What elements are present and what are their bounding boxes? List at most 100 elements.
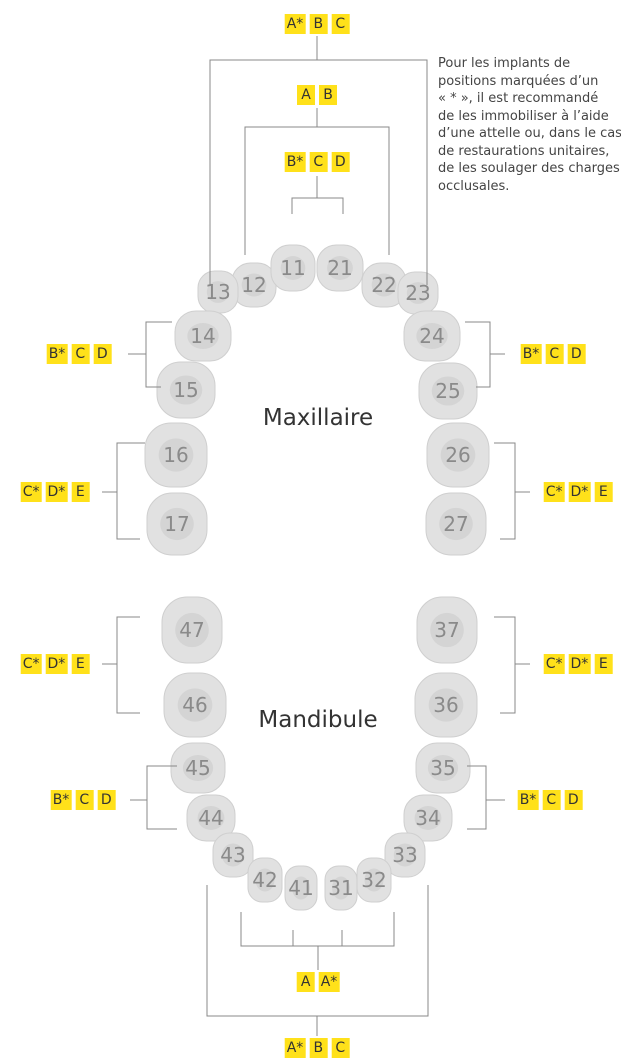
protocol-badge: B — [309, 1038, 328, 1058]
tooth-fissure — [175, 612, 209, 648]
tooth-fissure — [439, 507, 473, 541]
tooth-number: 41 — [288, 876, 313, 900]
protocol-badge: A* — [284, 1038, 306, 1058]
note-line: Pour les implants de — [438, 56, 571, 71]
tooth-17: 17 — [146, 492, 208, 556]
bracket-lines — [102, 36, 530, 1036]
tooth-fissure — [430, 612, 464, 648]
tooth-fissure — [187, 323, 219, 349]
tooth-42: 42 — [247, 857, 283, 903]
tooth-number: 47 — [179, 618, 204, 642]
tooth-fissure — [182, 755, 214, 781]
protocol-badge: B* — [46, 344, 68, 364]
tooth-number: 45 — [185, 756, 210, 780]
badge-group-upper-right-molars: C* D* E — [543, 482, 613, 502]
note-line: positions marquées d’un — [438, 73, 599, 89]
badge-group-upper-centrals: B* C D — [284, 152, 350, 172]
protocol-badge: E — [71, 654, 90, 674]
tooth-number: 12 — [241, 273, 266, 297]
protocol-badge: D — [567, 344, 586, 364]
badge-group-upper-all-front: A* B C — [284, 14, 350, 34]
note-line: d’une attelle ou, dans le cas — [438, 126, 621, 141]
maxillary-arch-label: Maxillaire — [262, 405, 374, 431]
tooth-number: 17 — [164, 512, 189, 536]
protocol-badge: C — [331, 1038, 350, 1058]
badge-group-lower-right-premolars: B* C D — [517, 790, 583, 810]
tooth-fissure — [371, 273, 397, 297]
tooth-fissure — [292, 876, 310, 900]
protocol-badge: D — [97, 790, 116, 810]
tooth-fissure — [221, 843, 245, 867]
protocol-badge: C* — [20, 654, 42, 674]
upper-left-molars-bracket — [102, 442, 145, 540]
tooth-22: 22 — [361, 262, 407, 308]
lower-incisors-bracket — [240, 912, 395, 970]
tooth-number: 11 — [280, 256, 305, 280]
tooth-34: 34 — [403, 794, 453, 842]
lower-right-premolars-bracket — [467, 765, 505, 830]
badge-group-upper-laterals: A B — [297, 85, 337, 105]
upper-left-premolars-bracket — [128, 321, 172, 388]
tooth-number: 34 — [415, 806, 440, 830]
protocol-badge: B* — [517, 790, 539, 810]
protocol-badge: D* — [568, 654, 591, 674]
upper-right-premolars-bracket — [465, 321, 505, 388]
tooth-32: 32 — [356, 857, 392, 903]
lower-all-front-bracket — [206, 885, 429, 1036]
protocol-badge: E — [594, 654, 613, 674]
tooth-fissure — [431, 376, 465, 406]
tooth-number: 15 — [173, 378, 198, 402]
tooth-number: 25 — [435, 379, 460, 403]
upper-right-molars-bracket — [494, 442, 530, 540]
upper-all-front-bracket — [209, 36, 428, 285]
protocol-badge: C — [545, 344, 564, 364]
tooth-35: 35 — [415, 742, 471, 794]
tooth-number: 35 — [430, 756, 455, 780]
protocol-badge: B — [319, 85, 337, 105]
badge-group-lower-incisors: A A* — [296, 972, 340, 992]
badge-group-lower-left-molars: C* D* E — [20, 654, 90, 674]
badge-group-lower-right-molars: C* D* E — [543, 654, 613, 674]
note-line: « * », il est recommandé — [438, 91, 599, 106]
protocol-badge: B* — [50, 790, 72, 810]
tooth-23: 23 — [397, 271, 439, 315]
tooth-number: 26 — [445, 443, 470, 467]
note-line: de les soulager des charges — [438, 161, 620, 176]
tooth-15: 15 — [156, 361, 216, 419]
tooth-fissure — [160, 507, 194, 541]
badge-group-lower-all-front: A* B C — [284, 1038, 350, 1058]
protocol-badge: A — [297, 85, 315, 105]
tooth-number: 46 — [182, 693, 207, 717]
tooth-number: 43 — [220, 843, 245, 867]
tooth-36: 36 — [414, 672, 478, 738]
protocol-badge: C — [542, 790, 561, 810]
tooth-37: 37 — [416, 596, 478, 664]
tooth-31: 31 — [324, 865, 358, 911]
protocol-badge: C* — [543, 482, 565, 502]
tooth-33: 33 — [384, 832, 426, 878]
protocol-badge: D — [564, 790, 583, 810]
protocol-badge: B* — [520, 344, 542, 364]
tooth-fissure — [440, 438, 476, 472]
tooth-27: 27 — [425, 492, 487, 556]
tooth-number: 13 — [205, 280, 230, 304]
protocol-badge: C — [331, 14, 350, 34]
tooth-number: 21 — [327, 256, 352, 280]
upper-laterals-bracket — [244, 108, 390, 255]
protocol-badge: E — [594, 482, 613, 502]
protocol-badge: D* — [45, 654, 68, 674]
tooth-12: 12 — [231, 262, 277, 308]
tooth-fissure — [169, 375, 203, 405]
tooth-fissure — [177, 688, 213, 722]
note-line: occlusales. — [438, 178, 510, 194]
tooth-fissure — [364, 868, 384, 892]
tooth-number: 23 — [405, 281, 430, 305]
tooth-44: 44 — [186, 794, 236, 842]
tooth-43: 43 — [212, 832, 254, 878]
tooth-45: 45 — [170, 742, 226, 794]
protocol-badge: A* — [318, 972, 340, 992]
tooth-fissure — [393, 843, 417, 867]
tooth-fissure — [414, 806, 442, 830]
tooth-number: 37 — [434, 618, 459, 642]
protocol-badge: C* — [20, 482, 42, 502]
